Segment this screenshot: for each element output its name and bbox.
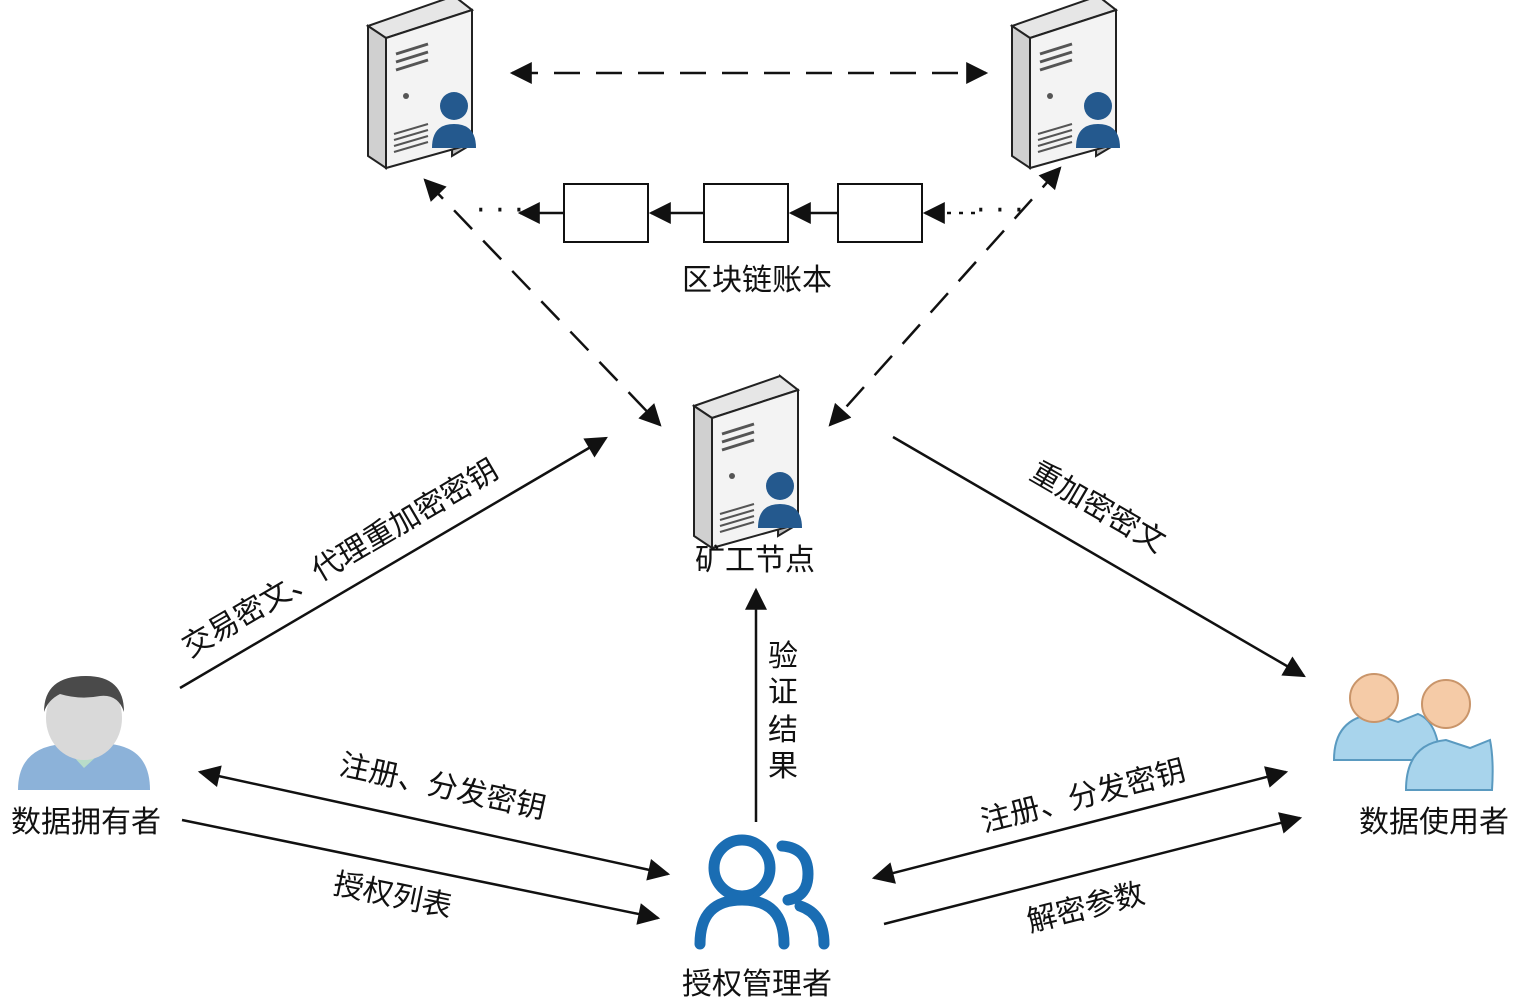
verify-result-char-2: 证 xyxy=(768,675,798,710)
auth-manager-icon xyxy=(694,834,830,950)
user-manager-register-arrow xyxy=(871,766,1289,884)
decrypt-params-arrow xyxy=(883,812,1303,926)
owner-manager-register-arrow xyxy=(197,765,671,881)
blockchain-ledger: · · · · · · 区块链账本 xyxy=(476,183,1024,298)
ledger-label: 区块链账本 xyxy=(682,263,832,298)
ledger-ellipsis-left: · · · xyxy=(476,193,524,228)
ledger-block-2 xyxy=(703,183,789,243)
miner-to-user-arrow xyxy=(892,435,1306,678)
ledger-block-1 xyxy=(563,183,649,243)
decrypt-params-label: 解密参数 xyxy=(1023,876,1148,940)
owner-to-miner-label: 交易密文、代理重加密密钥 xyxy=(176,453,504,665)
miner-label: 矿工节点 xyxy=(695,543,815,578)
user-register-label: 注册、分发密钥 xyxy=(977,753,1189,839)
server-top-left-icon xyxy=(366,0,478,170)
ledger-ellipsis-right: · · · xyxy=(976,193,1024,228)
owner-to-miner-arrow xyxy=(179,436,608,690)
ledger-block-3 xyxy=(837,183,923,243)
verify-result-char-1: 验 xyxy=(768,639,798,674)
auth-list-label: 授权列表 xyxy=(330,867,455,925)
data-user-label: 数据使用者 xyxy=(1359,805,1509,840)
server-top-right-icon xyxy=(1010,0,1122,170)
data-owner-label: 数据拥有者 xyxy=(11,805,161,840)
miner-left-server-arrow xyxy=(423,178,662,427)
data-user-icon xyxy=(1332,673,1494,791)
data-owner-icon xyxy=(18,676,150,790)
auth-list-arrow xyxy=(181,818,661,925)
verify-result-char-3: 结 xyxy=(768,713,798,748)
miner-right-server-arrow xyxy=(828,166,1062,427)
miner-to-user-label: 重加密密文 xyxy=(1024,455,1171,561)
verify-result-char-4: 果 xyxy=(768,749,798,784)
owner-register-label: 注册、分发密钥 xyxy=(336,748,549,827)
miner-server-icon xyxy=(692,374,804,550)
auth-manager-label: 授权管理者 xyxy=(682,967,832,1002)
